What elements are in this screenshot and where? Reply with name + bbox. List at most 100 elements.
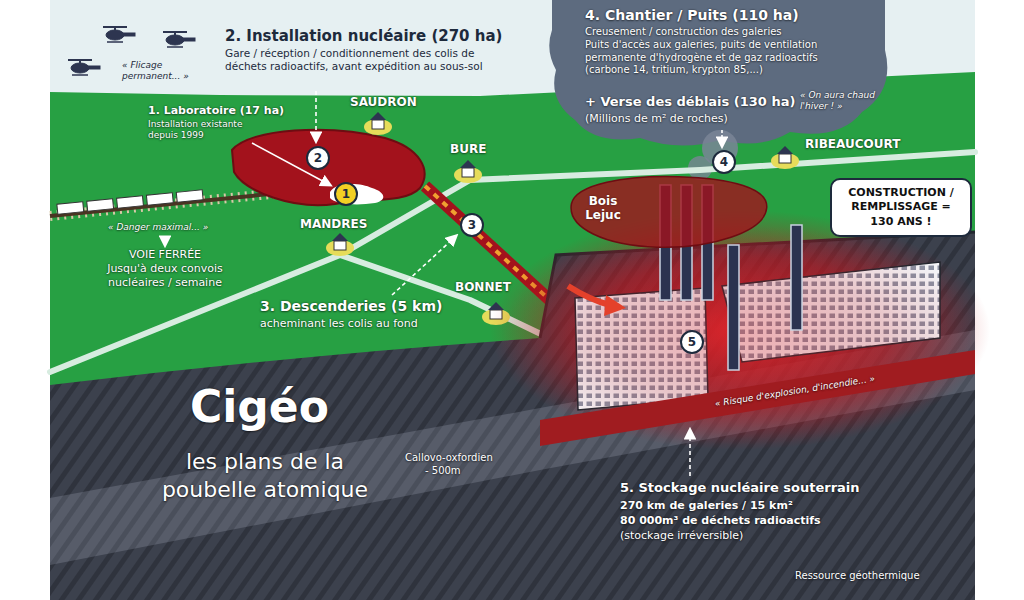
callout-digit: 1 bbox=[342, 188, 350, 200]
label-slot: 80 000m³ de déchets radioactifs bbox=[620, 514, 821, 528]
label-slot: 1. Laboratoire (17 ha) bbox=[148, 104, 284, 118]
leader-line bbox=[689, 430, 691, 476]
village-name: SAUDRON bbox=[350, 95, 417, 110]
section-body: Installation existante depuis 1999 bbox=[148, 119, 263, 142]
label-slot: Puits d'accès aux galeries, puits de ven… bbox=[585, 39, 855, 77]
diagram-title: Cigéo bbox=[190, 383, 329, 431]
label-slot: SAUDRON bbox=[350, 95, 417, 110]
info-box: CONSTRUCTION / REMPLISSAGE = 130 ANS ! bbox=[830, 178, 972, 237]
callout-number: 4 bbox=[712, 150, 736, 174]
smoke-cloud bbox=[549, 0, 887, 146]
label-slot: - 500m bbox=[425, 465, 461, 478]
label-slot: Callovo-oxfordien bbox=[405, 452, 493, 465]
section-heading: 3. Descenderies (5 km) bbox=[260, 298, 442, 316]
helicopter bbox=[163, 32, 195, 47]
label-slot: BONNET bbox=[455, 280, 511, 295]
leader-line bbox=[392, 236, 456, 295]
section-heading: 1. Laboratoire (17 ha) bbox=[148, 104, 284, 118]
callout-number: 2 bbox=[306, 146, 330, 170]
label-slot: acheminant les colis au fond bbox=[260, 317, 418, 331]
label-slot: Cigéo bbox=[190, 383, 329, 431]
label-slot: « Risque d'explosion, d'incendie... » bbox=[700, 371, 889, 412]
label-slot: « Danger maximal... » bbox=[108, 222, 208, 233]
label-slot: RIBEAUCOURT bbox=[805, 137, 900, 152]
village-icon bbox=[364, 112, 392, 135]
label-slot: Creusement / construction des galeries bbox=[585, 26, 855, 39]
helicopter bbox=[68, 60, 100, 75]
node-text: CONSTRUCTION / REMPLISSAGE = 130 ANS ! bbox=[841, 186, 961, 229]
forest-shape bbox=[571, 177, 767, 248]
village-name: RIBEAUCOURT bbox=[805, 137, 900, 152]
label-slot: BURE bbox=[450, 142, 486, 157]
train-car bbox=[146, 193, 173, 206]
callout-number: 3 bbox=[460, 213, 484, 237]
leader-line bbox=[721, 130, 723, 146]
installation-zone bbox=[232, 130, 425, 205]
quote-note: « Danger maximal... » bbox=[108, 222, 208, 233]
label-slot: (stockage irréversible) bbox=[620, 529, 743, 543]
shaft bbox=[791, 225, 802, 330]
risk-band bbox=[540, 350, 975, 446]
layer-name: Callovo-oxfordien bbox=[405, 452, 493, 465]
callout-digit: 2 bbox=[314, 152, 322, 164]
depth-label: - 500m bbox=[425, 465, 461, 478]
quote-note: « Flicage permanent... » bbox=[122, 60, 202, 83]
train-car bbox=[117, 196, 144, 209]
callout-digit: 3 bbox=[468, 219, 476, 231]
shaft bbox=[728, 245, 739, 370]
village-name: BONNET bbox=[455, 280, 511, 295]
danger-glow bbox=[500, 225, 980, 445]
section-body: Puits d'accès aux galeries, puits de ven… bbox=[585, 39, 855, 77]
label-slot: « On aura chaud l'hiver ! » bbox=[800, 90, 890, 113]
callout-digit: 4 bbox=[720, 156, 728, 168]
forest-zone: Bois Lejuc bbox=[563, 172, 773, 252]
section-heading: 4. Chantier / Puits (110 ha) bbox=[585, 7, 799, 25]
layer-name: Ressource géothermique bbox=[795, 570, 920, 583]
label-slot: + Verse des déblais (130 ha) bbox=[585, 94, 795, 110]
section-body: Jusqu'à deux convois nucléaires / semain… bbox=[90, 262, 240, 290]
village-icon bbox=[454, 160, 482, 183]
callout-number: 5 bbox=[680, 330, 704, 354]
label-slot: (Millions de m² de roches) bbox=[585, 112, 728, 126]
label-slot: Gare / réception / conditionnement des c… bbox=[225, 47, 487, 73]
danger-glow bbox=[490, 210, 990, 450]
section-heading: 2. Installation nucléaire (270 ha) bbox=[225, 27, 502, 46]
label-slot: 3. Descenderies (5 km) bbox=[260, 298, 442, 316]
quote-note: « Risque d'explosion, d'incendie... » bbox=[700, 371, 889, 412]
section-body: (stockage irréversible) bbox=[620, 529, 743, 543]
label-slot: 5. Stockage nucléaire souterrain bbox=[620, 480, 860, 496]
section-body: Gare / réception / conditionnement des c… bbox=[225, 47, 487, 73]
section-body: Creusement / construction des galeries bbox=[585, 26, 855, 39]
label-slot: 4. Chantier / Puits (110 ha) bbox=[585, 7, 799, 25]
train-car bbox=[176, 190, 203, 203]
train-car bbox=[87, 199, 114, 212]
leader-lines bbox=[165, 91, 722, 476]
label-slot: Installation existante depuis 1999 bbox=[148, 119, 263, 142]
leader-line bbox=[164, 236, 166, 245]
nuclear-train bbox=[57, 190, 203, 214]
section-heading: 5. Stockage nucléaire souterrain bbox=[620, 480, 860, 496]
section-body: acheminant les colis au fond bbox=[260, 317, 418, 331]
label-slot: Ressource géothermique bbox=[795, 570, 920, 583]
leader-line bbox=[252, 143, 330, 185]
label-slot: les plans de la poubelle atomique bbox=[140, 448, 390, 503]
leader-line bbox=[315, 91, 317, 141]
village-name: MANDRES bbox=[300, 217, 367, 232]
village-name: BURE bbox=[450, 142, 486, 157]
section-body: (Millions de m² de roches) bbox=[585, 112, 728, 126]
callout-digit: 5 bbox=[688, 336, 696, 348]
section-heading: VOIE FERRÉE bbox=[115, 248, 215, 262]
label-slot: 270 km de galeries / 15 km² bbox=[620, 499, 793, 513]
waste-arrow-head bbox=[604, 295, 626, 316]
waste-arrow bbox=[568, 286, 610, 305]
section-body: 80 000m³ de déchets radioactifs bbox=[620, 514, 821, 528]
section-heading: + Verse des déblais (130 ha) bbox=[585, 94, 795, 110]
label-slot: MANDRES bbox=[300, 217, 367, 232]
label-slot: 2. Installation nucléaire (270 ha) bbox=[225, 27, 502, 46]
label-slot: Jusqu'à deux convois nucléaires / semain… bbox=[90, 262, 240, 290]
helicopter bbox=[103, 27, 135, 42]
label-slot: VOIE FERRÉE bbox=[115, 248, 215, 262]
train-car bbox=[57, 202, 84, 215]
village-icon bbox=[326, 233, 354, 256]
